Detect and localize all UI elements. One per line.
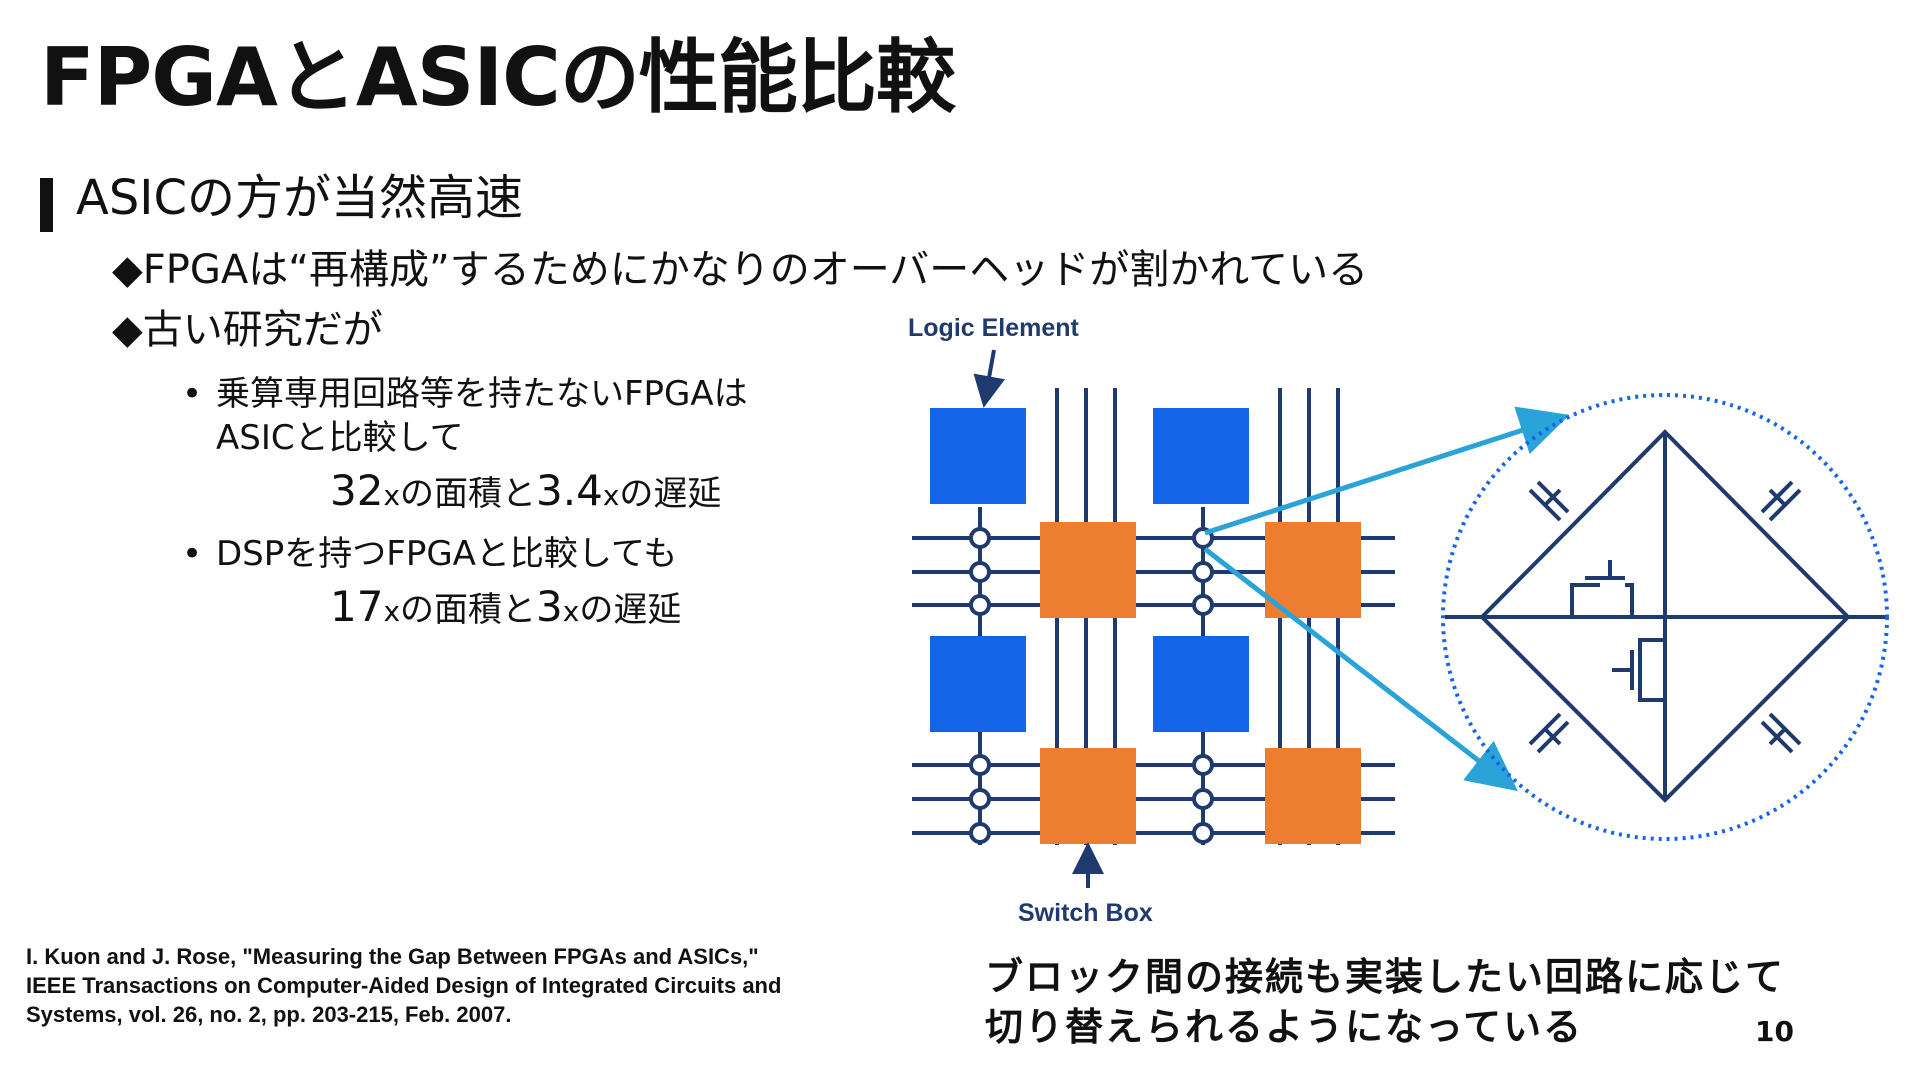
item-with-dsp-line1: DSPを持つFPGAと比較しても xyxy=(216,534,678,574)
caption-line: 切り替えられるようになっている xyxy=(985,1005,1584,1050)
area-ratio: 32 xyxy=(330,466,384,515)
switch-box xyxy=(1265,748,1361,844)
delay-text: の遅延 xyxy=(579,590,682,630)
logic-element-label: Logic Element xyxy=(908,314,1080,342)
logic-block xyxy=(1153,408,1249,504)
fpga-fabric-diagram: Logic Element Switch Box xyxy=(908,314,1889,927)
item-no-multiplier-line2: ASICと比較して xyxy=(216,418,464,458)
logic-block xyxy=(1153,636,1249,732)
times-symbol: x xyxy=(383,479,401,512)
diagram-caption: ブロック間の接続も実装したい回路に応じて 切り替えられるようになっている xyxy=(985,952,1785,1052)
switch-box xyxy=(1265,522,1361,618)
reference-citation: I. Kuon and J. Rose, "Measuring the Gap … xyxy=(26,942,781,1029)
connection-points xyxy=(969,527,1214,844)
result-dsp-fpga: 17xの面積と3xの遅延 xyxy=(330,582,681,631)
bullet-dot: • xyxy=(182,534,203,574)
slide-title: FPGAとASICの性能比較 xyxy=(40,31,956,124)
bullet-main: ASICの方が当然高速 xyxy=(76,170,523,226)
area-text: の面積と xyxy=(400,590,537,630)
zoom-arrow xyxy=(1204,406,1570,536)
logic-block xyxy=(930,408,1026,504)
delay-ratio: 3 xyxy=(536,582,563,631)
switch-box-label: Switch Box xyxy=(1018,899,1153,927)
reference-line: Systems, vol. 26, no. 2, pp. 203-215, Fe… xyxy=(26,1002,512,1028)
logic-element-pointer xyxy=(973,349,1005,408)
zoom-arrow xyxy=(1203,547,1518,792)
reference-line: I. Kuon and J. Rose, "Measuring the Gap … xyxy=(26,944,759,969)
item-no-multiplier: • 乗算専用回路等を持たないFPGAは xyxy=(182,372,748,416)
reference-line: IEEE Transactions on Computer-Aided Desi… xyxy=(26,973,782,999)
transistor-switch-network xyxy=(1445,429,1885,803)
logic-block xyxy=(930,636,1026,732)
area-ratio: 17 xyxy=(330,582,384,631)
delay-text: の遅延 xyxy=(619,474,722,514)
bullet-bar xyxy=(40,178,53,232)
sub-bullet-old-study: ◆古い研究だが xyxy=(112,307,383,353)
item-no-multiplier-line1: 乗算専用回路等を持たないFPGAは xyxy=(216,374,748,414)
item-with-dsp: • DSPを持つFPGAと比較しても xyxy=(182,532,677,576)
page-number: 10 xyxy=(1755,1015,1794,1048)
times-symbol: x xyxy=(602,479,620,512)
result-asic-vs-fpga: 32xの面積と3.4xの遅延 xyxy=(330,466,721,515)
times-symbol: x xyxy=(562,595,580,628)
zoomed-switch-circle xyxy=(1441,393,1889,841)
caption-line: ブロック間の接続も実装したい回路に応じて xyxy=(985,955,1786,999)
switch-box xyxy=(1040,522,1136,618)
times-symbol: x xyxy=(383,595,401,628)
switch-box xyxy=(1040,748,1136,844)
area-text: の面積と xyxy=(400,474,537,514)
sub-bullet-overhead: ◆FPGAは“再構成”するためにかなりのオーバーヘッドが割かれている xyxy=(112,247,1369,293)
delay-ratio: 3.4 xyxy=(536,466,603,515)
bullet-dot: • xyxy=(182,374,203,414)
